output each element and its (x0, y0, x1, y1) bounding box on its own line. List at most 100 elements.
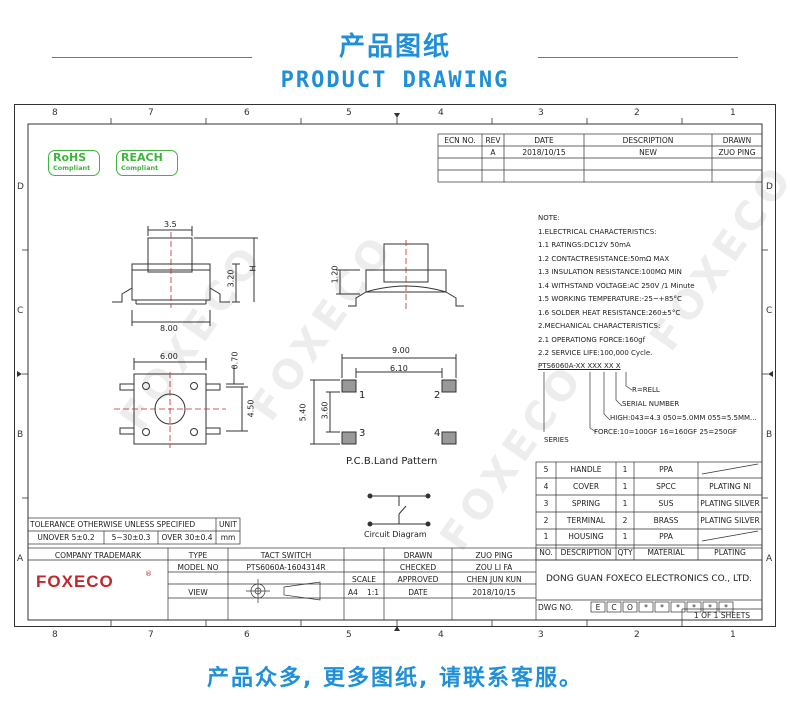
grid-label: 6 (244, 630, 250, 640)
note-line: 2.2 SERVICE LIFE:100,000 Cycle. (538, 349, 653, 357)
drawing-frame (14, 104, 776, 631)
checked-label: CHECKED (399, 563, 437, 572)
grid-label: 1 (730, 108, 736, 118)
dwg-char: E (595, 603, 601, 612)
bom-cell: PLATING NI (709, 482, 751, 491)
note-line: 1.3 INSULATION RESISTANCE:100MΩ MIN (538, 268, 682, 276)
date-value: 2018/10/15 (472, 588, 516, 597)
pcb-caption: P.C.B.Land Pattern (346, 456, 438, 467)
dwg-char: C (611, 603, 617, 612)
bom-cell: PPA (659, 532, 673, 541)
pad-label: 1 (359, 390, 366, 401)
code-serial: SERIAL NUMBER (622, 400, 680, 408)
rev-header: DESCRIPTION (622, 136, 674, 145)
grid-label: A (766, 554, 773, 564)
bom-cell: SPCC (656, 482, 676, 491)
scale-label: SCALE (351, 575, 377, 584)
bom-cell: 1 (543, 532, 549, 541)
model-label: MODEL NO (177, 563, 219, 572)
tolerance-c1: UNOVER 5±0.2 (37, 533, 95, 542)
grid-label: D (17, 182, 24, 192)
grid-label: 3 (538, 630, 544, 640)
note-line: 2.MECHANICAL CHARACTERISTICS: (538, 322, 661, 330)
dim-label: 3.60 (320, 401, 330, 420)
dim-label: 9.00 (392, 346, 410, 355)
grid-label: 8 (52, 630, 58, 640)
code-series: SERIES (544, 436, 569, 444)
bom-header: PLATING (714, 548, 746, 557)
unit-value: mm (220, 533, 236, 542)
dwg-char: * (676, 603, 680, 612)
bom-cell: 1 (622, 499, 628, 508)
page-title-en: PRODUCT DRAWING (280, 68, 510, 93)
model-value: PTS6060A-1604314R (246, 563, 326, 572)
tolerance-c2: 5~30±0.3 (111, 533, 151, 542)
rev-header: DATE (534, 136, 554, 145)
code-high: HIGH:043=4.3 050=5.0MM 055=5.5MM... (610, 414, 757, 422)
grid-label: 7 (148, 108, 154, 118)
grid-label: C (17, 306, 24, 316)
note-line: 1.6 SOLDER HEAT RESISTANCE:260±5°C (538, 308, 681, 317)
note-line: 1.1 RATINGS:DC12V 50mA (538, 241, 631, 249)
rev-header: DRAWN (722, 136, 752, 145)
tolerance-title: TOLERANCE OTHERWISE UNLESS SPECIFIED (30, 520, 196, 529)
bom-cell: SUS (658, 499, 674, 508)
rohs-label: RoHS (53, 151, 87, 164)
bom-cell: HOUSING (568, 532, 604, 541)
grid-label: D (766, 182, 773, 192)
dim-label: 5.40 (298, 403, 308, 422)
grid-label: 1 (730, 630, 736, 640)
bom-cell: SPRING (571, 499, 601, 508)
size-label: A4 (348, 588, 358, 597)
rev-header: REV (485, 136, 501, 145)
type-value: TACT SWITCH (260, 551, 312, 560)
rev-cell: 2018/10/15 (522, 148, 566, 157)
bom-cell: BRASS (653, 516, 679, 525)
bom-cell: 1 (622, 465, 628, 474)
dwg-char: * (692, 603, 696, 612)
dim-label: 1.20 (330, 265, 340, 284)
registered-icon: ® (145, 570, 152, 578)
grid-label: 2 (634, 108, 640, 118)
grid-label: 5 (346, 108, 352, 118)
bom-cell: COVER (572, 482, 600, 491)
drawn-value: ZUO PING (475, 551, 513, 560)
pad-label: 2 (434, 390, 441, 401)
dwg-char: O (627, 603, 633, 612)
drawn-label: DRAWN (403, 551, 433, 560)
dwg-char: * (724, 603, 728, 612)
bom-cell: 1 (622, 482, 628, 491)
grid-label: 4 (438, 108, 444, 118)
code-leaders (543, 372, 633, 433)
note-line: 1.ELECTRICAL CHARACTERISTICS: (538, 227, 657, 236)
dim-label: 6.10 (390, 364, 408, 373)
circuit-caption: Circuit Diagram (364, 530, 427, 539)
dim-label: 3.20 (226, 269, 236, 288)
bom-cell: 1 (622, 532, 628, 541)
note-line: 1.2 CONTACTRESISTANCE:50mΩ MAX (538, 254, 670, 263)
bom-cell: 4 (543, 482, 549, 491)
bom-cell: PLATING SILVER (700, 516, 760, 525)
grid-label: 7 (148, 630, 154, 640)
rohs-sub: Compliant (53, 164, 91, 172)
grid-label: 3 (538, 108, 544, 118)
note-line: NOTE: (538, 214, 560, 222)
pcb-land-pattern (310, 354, 457, 445)
page-title-cn: 产品图纸 (338, 32, 451, 62)
dwg-char: * (708, 603, 712, 612)
grid-label: 6 (244, 108, 250, 118)
view-label: VIEW (188, 588, 208, 597)
note-line: 2.1 OPERATIONG FORCE:160gf (538, 335, 646, 344)
sheet-label: 1 OF 1 SHEETS (693, 611, 751, 620)
bom-cell: 2 (543, 516, 549, 525)
grid-label: C (766, 306, 773, 316)
pad-label: 4 (434, 428, 441, 439)
footer-text: 产品众多, 更多图纸, 请联系客服。 (206, 666, 584, 691)
dwg-char: * (660, 603, 664, 612)
rev-cell: A (490, 148, 496, 157)
approved-value: CHEN JUN KUN (466, 575, 522, 584)
code-r: R=RELL (632, 386, 660, 394)
company-name: DONG GUAN FOXECO ELECTRONICS CO., LTD. (545, 574, 753, 584)
reach-sub: Compliant (121, 164, 159, 172)
rev-header: ECN NO. (444, 136, 476, 145)
